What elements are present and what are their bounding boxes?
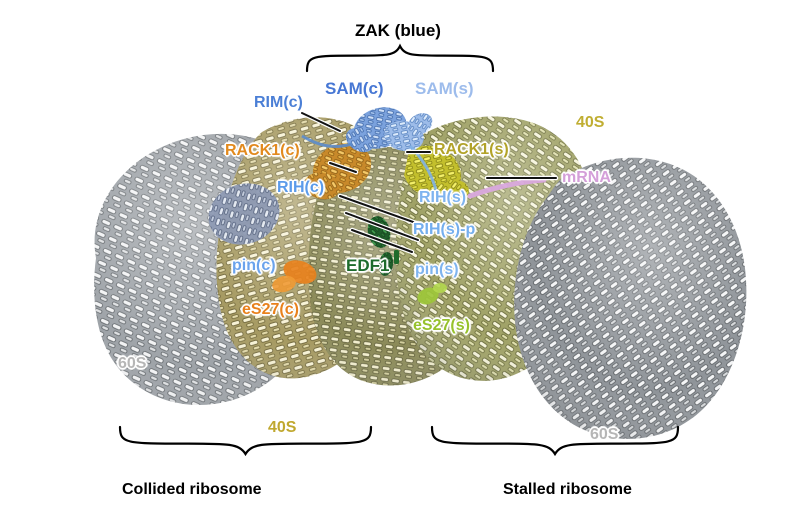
- rih-s-leader: [345, 212, 419, 241]
- zak-sam-domains: [301, 107, 438, 191]
- rrna-patch-collided: [208, 183, 280, 245]
- subunit-60s-stalled: [514, 157, 747, 439]
- collided-ribosome-label: Collided ribosome: [122, 481, 262, 498]
- annotation-rih-s: RIH(s): [419, 189, 467, 206]
- rih-c-leader: [339, 195, 431, 229]
- brace-path: [430, 425, 680, 457]
- annotation-rack1-s: RACK1(s): [434, 141, 509, 158]
- annotation-edf1: EDF1: [346, 256, 390, 275]
- collided-ribosome-brace: [118, 425, 373, 457]
- annotation-mrna: mRNA: [562, 169, 611, 186]
- annotation-sixty-s-right: 60S: [590, 426, 619, 443]
- annotation-pin-c: pin(c): [232, 257, 276, 274]
- annotation-rack1-c: RACK1(c): [225, 142, 300, 159]
- leader-line-group: [299, 110, 559, 255]
- zak-brace: [305, 43, 495, 73]
- annotation-pin-s: pin(s): [415, 261, 459, 278]
- annotation-sam-c: SAM(c): [325, 79, 384, 98]
- es27-collided-density: [272, 260, 317, 293]
- annotation-rim-c: RIM(c): [254, 94, 303, 111]
- rack1-c-leader: [329, 162, 357, 173]
- brace-path: [118, 425, 373, 457]
- rih-s-p-leader: [351, 229, 413, 253]
- annotation-sixty-s-left: 60S: [118, 355, 147, 372]
- rim-c-leader: [301, 112, 341, 132]
- annotation-rih-c: RIH(c): [277, 179, 325, 196]
- annotation-rih-s-p: RIH(s)-p: [413, 221, 476, 238]
- stalled-ribosome-label: Stalled ribosome: [503, 481, 632, 498]
- brace-path: [305, 43, 495, 73]
- annotation-es27-c: eS27(c): [242, 301, 299, 318]
- zak-brace-label: ZAK (blue): [355, 21, 441, 40]
- annotation-sam-s: SAM(s): [415, 79, 474, 98]
- stalled-ribosome-brace: [430, 425, 680, 457]
- mrna-strand: [467, 177, 547, 199]
- rack1-stalled-density: [403, 145, 469, 205]
- annotation-forty-s-bottom: 40S: [268, 419, 297, 436]
- annotation-forty-s-right: 40S: [576, 114, 605, 131]
- annotation-es27-s: eS27(s): [413, 317, 470, 334]
- es27-stalled-density: [417, 283, 447, 305]
